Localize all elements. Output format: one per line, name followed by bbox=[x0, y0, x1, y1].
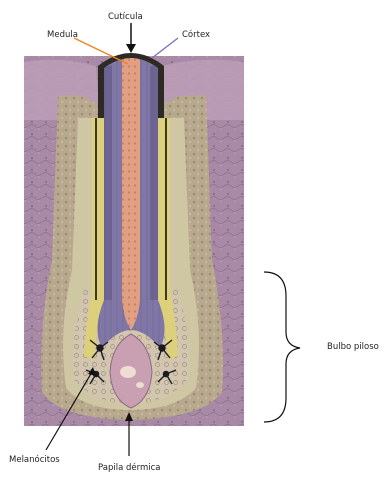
label-cuticle: Cutícula bbox=[108, 13, 143, 22]
label-medulla: Medula bbox=[47, 31, 78, 40]
label-bulb: Bulbo piloso bbox=[327, 343, 379, 352]
label-melanocytes: Melanócitos bbox=[9, 456, 60, 465]
label-dermal-papilla: Papila dérmica bbox=[98, 464, 160, 473]
medulla bbox=[122, 57, 140, 330]
label-cortex: Córtex bbox=[182, 31, 210, 40]
bulb-bracket bbox=[264, 272, 300, 422]
cortex-pointer bbox=[152, 38, 178, 58]
